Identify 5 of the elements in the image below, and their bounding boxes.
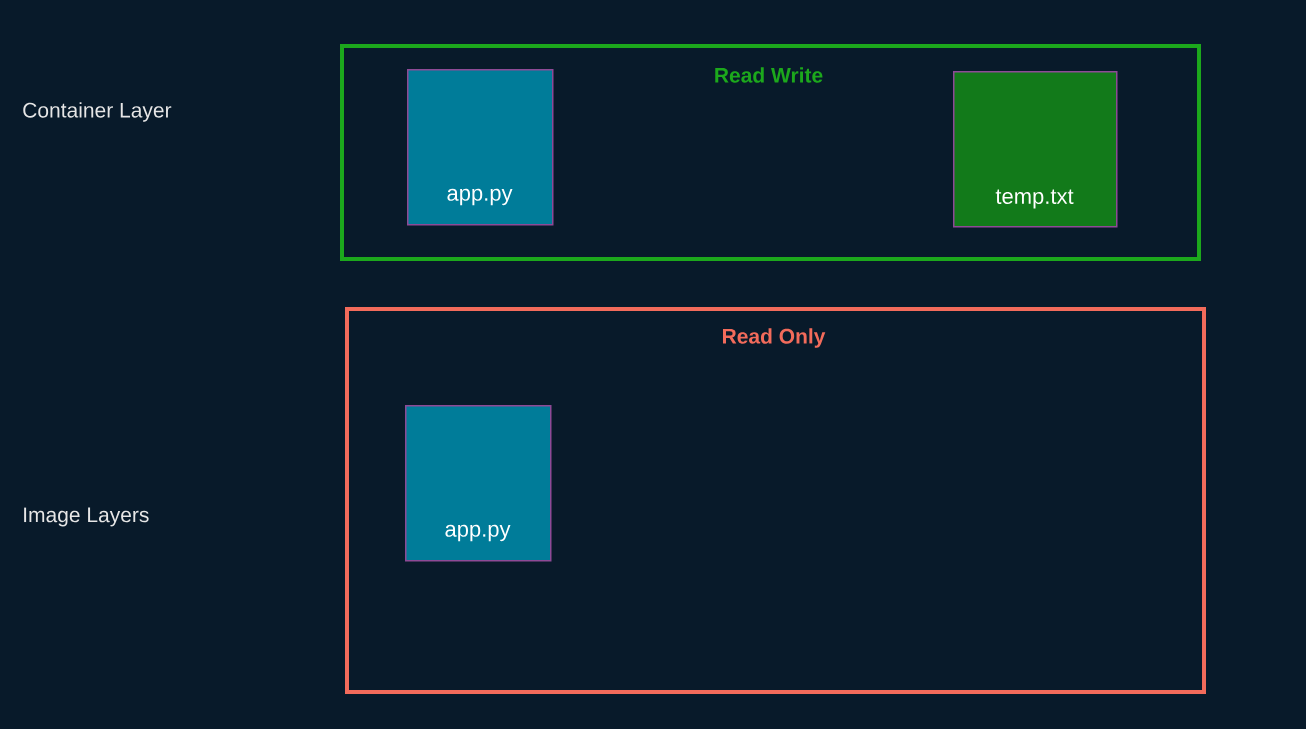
file-box: app.py — [405, 405, 552, 562]
layer-label: Image Layers — [24, 507, 149, 527]
layer-label: Container Layer — [23, 102, 172, 122]
file-box: temp.txt — [953, 71, 1118, 228]
file-box: app.py — [407, 69, 554, 226]
